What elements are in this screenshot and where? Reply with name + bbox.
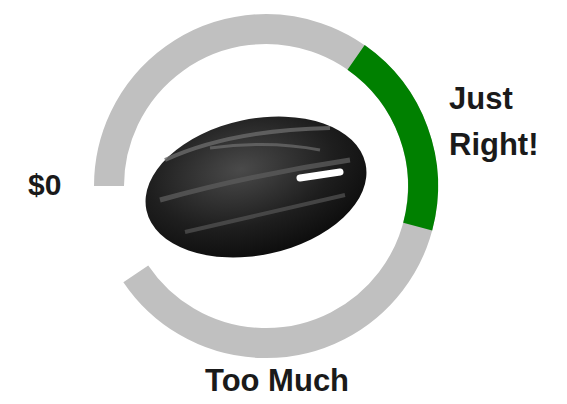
- knob: [132, 97, 379, 277]
- zero-label: $0: [28, 162, 118, 208]
- just-right-label: Just Right!: [449, 76, 564, 168]
- just-right-zone: [356, 57, 423, 226]
- knob-indicator: [300, 172, 340, 178]
- too-much-label: Too Much: [205, 358, 375, 404]
- dial-ring: [109, 29, 423, 343]
